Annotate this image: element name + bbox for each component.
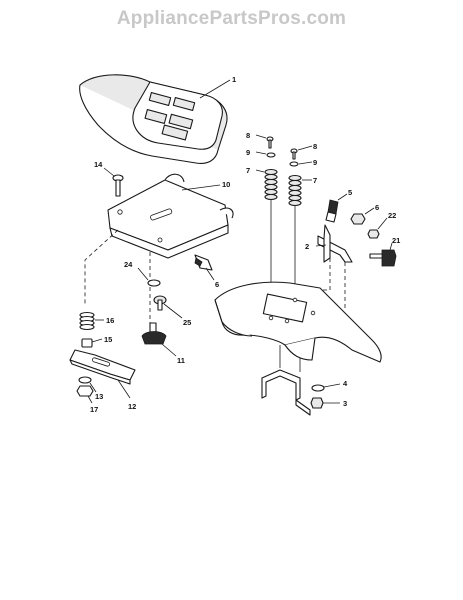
callout-6-right: 6 [375,203,379,212]
callout-13: 13 [95,392,103,401]
washer-9-left [266,152,276,158]
clip-6-left [194,254,213,271]
pivot-bracket-2 [317,224,353,263]
adjustment-knob-21 [369,249,397,267]
callout-15: 15 [104,335,112,344]
callout-14: 14 [94,160,103,169]
callout-12: 12 [128,402,136,411]
bolt-3 [310,397,324,409]
callout-25: 25 [183,318,191,327]
nut-22 [367,229,380,239]
callout-1: 1 [232,75,236,84]
washer-13 [78,376,92,384]
fender [214,281,382,363]
callout-8-right: 8 [313,142,317,151]
washer-9-right [289,161,299,167]
callout-9-right: 9 [313,158,317,167]
nut-17 [76,385,94,397]
callout-4: 4 [343,379,348,388]
spring-7-left [264,168,278,201]
spring-16 [79,311,95,331]
callout-3: 3 [343,399,347,408]
callout-2: 2 [305,242,309,251]
clip-5 [325,199,339,223]
bolt-8-right [290,148,298,160]
bolt-25 [153,295,167,311]
callout-7-left: 7 [246,166,250,175]
callout-11: 11 [177,356,185,365]
bolt-8-left [266,136,274,149]
seat [79,74,228,164]
bolt-14 [112,174,124,197]
spring-7-right [288,174,302,207]
washer-24 [147,279,161,287]
knob-11 [141,322,167,345]
bushing-15 [81,338,93,348]
callout-9-left: 9 [246,148,250,157]
slide-plate-12 [69,349,136,385]
nut-6-right [350,213,366,225]
callout-7-right: 7 [313,176,317,185]
seat-pan [107,173,234,259]
callout-22: 22 [388,211,396,220]
washer-4 [311,384,325,392]
callout-24: 24 [124,260,133,269]
callout-6-left: 6 [215,280,219,289]
callout-8-left: 8 [246,131,250,140]
callout-5: 5 [348,188,352,197]
callout-17: 17 [90,405,98,414]
watermark: AppliancePartsPros.com [116,8,347,29]
callout-10: 10 [222,180,230,189]
callout-16: 16 [106,316,114,325]
bottom-bracket [261,369,311,416]
callout-21: 21 [392,236,400,245]
